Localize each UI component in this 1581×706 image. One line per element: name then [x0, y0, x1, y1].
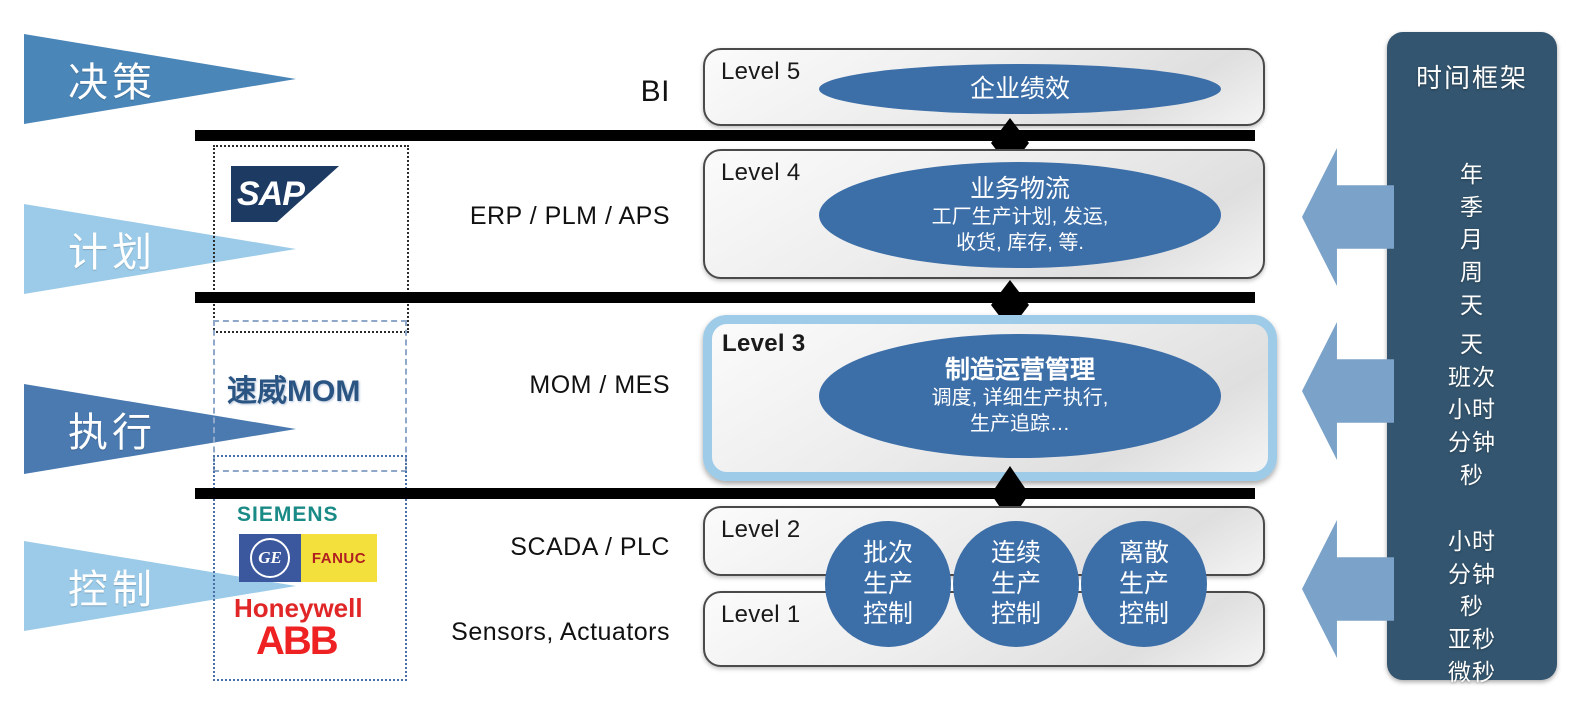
timeframe-line: 微秒	[1448, 658, 1496, 685]
pennant-label: 决策	[68, 61, 156, 105]
timeframe-arrow-control	[1302, 520, 1394, 658]
pennant-execution: 执行	[24, 384, 296, 474]
pennant-label: 计划	[68, 231, 156, 275]
sap-logo: SAP	[231, 166, 339, 222]
arrow-left-icon	[1302, 322, 1394, 460]
circle-line: 生产	[862, 569, 913, 598]
circle-line: 控制	[990, 600, 1041, 629]
vendor-frame-planning	[213, 145, 409, 333]
arrow-left-icon	[1302, 148, 1394, 286]
timeframe-line: 周	[1460, 258, 1484, 285]
diamond-top-half	[991, 280, 1029, 305]
tech-label-mom: MOM / MES	[529, 370, 670, 399]
ellipse-title: 业务物流	[969, 175, 1070, 204]
timeframe-line: 班次	[1448, 363, 1496, 390]
pennant-decision: 决策	[24, 34, 296, 124]
ellipse-business-logistics: 业务物流 工厂生产计划, 发运, 收货, 库存, 等.	[819, 162, 1221, 268]
ellipse-subtitle-line: 工厂生产计划, 发运,	[931, 206, 1109, 229]
timeframe-group-control: 小时 分钟 秒 亚秒 微秒	[1387, 525, 1557, 688]
pennant-control: 控制	[24, 541, 296, 631]
level-tag: Level 3	[722, 330, 806, 357]
circle-line: 生产	[990, 569, 1041, 598]
circle-discrete-production-control: 离散 生产 控制	[1081, 521, 1207, 647]
mom-logo: 速威MOM	[227, 375, 361, 408]
ellipse-manufacturing-operations: 制造运营管理 调度, 详细生产执行, 生产追踪…	[819, 334, 1221, 458]
ge-roundel-icon: GE	[250, 538, 290, 578]
ellipse-title: 制造运营管理	[944, 356, 1095, 385]
tech-label-scada: SCADA / PLC	[510, 532, 670, 561]
timeframe-line: 天	[1460, 331, 1484, 357]
pennant-label: 执行	[68, 411, 156, 455]
timeframe-line: 秒	[1460, 461, 1484, 488]
pennant-shape	[24, 34, 296, 124]
ge-fanuc-logo: GE FANUC	[239, 534, 377, 582]
timeframe-title: 时间框架	[1415, 63, 1528, 93]
timeframe-line: 秒	[1460, 593, 1484, 620]
vendor-frame-execution	[213, 320, 407, 472]
separator-bar-level4-5	[195, 130, 1255, 141]
sap-logo-text: SAP	[237, 174, 305, 213]
timeframe-line: 亚秒	[1448, 625, 1496, 652]
ellipse-enterprise-performance: 企业绩效	[819, 64, 1221, 114]
arrow-left-icon	[1302, 520, 1394, 658]
timeframe-line: 天	[1460, 291, 1484, 318]
timeframe-group-execution: 天 班次 小时 分钟 秒	[1387, 328, 1557, 491]
ellipse-subtitle-line: 收货, 库存, 等.	[956, 232, 1084, 254]
tech-label-sensors: Sensors, Actuators	[451, 617, 670, 646]
ellipse-subtitle-line: 生产追踪…	[970, 413, 1070, 435]
circle-line: 批次	[862, 539, 913, 568]
ellipse-subtitle-line: 调度, 详细生产执行,	[931, 387, 1109, 410]
circle-continuous-production-control: 连续 生产 控制	[953, 521, 1079, 647]
timeframe-line: 月	[1460, 226, 1484, 253]
timeframe-group-planning: 年 季 月 周 天	[1387, 158, 1557, 321]
circle-line: 控制	[1118, 600, 1169, 629]
abb-logo: ABB	[256, 619, 339, 663]
fanuc-block: FANUC	[301, 534, 377, 582]
circle-line: 生产	[1118, 569, 1169, 598]
timeframe-line: 年	[1460, 161, 1484, 187]
timeframe-line: 小时	[1448, 528, 1496, 554]
level-tag: Level 2	[721, 516, 801, 543]
timeframe-line: 分钟	[1448, 560, 1496, 587]
separator-bar-level2-3	[195, 488, 1255, 499]
level-tag: Level 4	[721, 159, 801, 186]
level-tag: Level 5	[721, 58, 801, 85]
vendor-frame-control	[213, 455, 407, 681]
circle-line: 连续	[990, 539, 1041, 568]
circle-line: 控制	[862, 600, 913, 629]
timeframe-line: 分钟	[1448, 428, 1496, 455]
diamond-top-half	[991, 118, 1029, 143]
circle-batch-production-control: 批次 生产 控制	[825, 521, 951, 647]
timeframe-line: 季	[1460, 193, 1484, 220]
level-tag: Level 1	[721, 601, 801, 628]
separator-bar-level3-4	[195, 292, 1255, 303]
tech-label-erp: ERP / PLM / APS	[469, 201, 670, 230]
ge-block: GE	[239, 534, 301, 582]
honeywell-logo: Honeywell	[234, 593, 363, 623]
tech-label-bi: BI	[640, 75, 670, 108]
ellipse-title: 企业绩效	[969, 75, 1070, 103]
timeframe-arrow-execution	[1302, 322, 1394, 460]
diamond-top-half	[991, 466, 1029, 494]
siemens-logo: SIEMENS	[237, 503, 339, 526]
circle-line: 离散	[1118, 539, 1169, 568]
timeframe-line: 小时	[1448, 396, 1496, 423]
pennant-label: 控制	[68, 568, 156, 612]
timeframe-arrow-planning	[1302, 148, 1394, 286]
timeframe-panel: 时间框架	[1387, 32, 1557, 680]
